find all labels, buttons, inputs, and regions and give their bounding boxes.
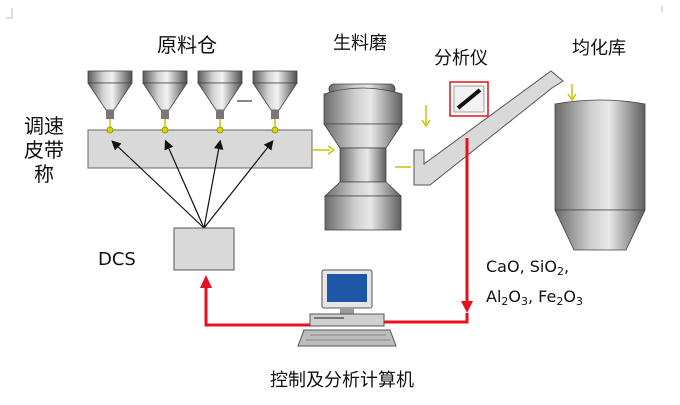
belt-scale-label-line-2: 皮带	[24, 138, 64, 162]
dcs-control-lines	[111, 139, 274, 229]
corner-mark-left	[6, 8, 13, 19]
raw-bins-label: 原料仓	[157, 33, 217, 57]
belt-scale-label-line-1: 调速	[24, 114, 64, 138]
homogenizer-silo	[554, 99, 646, 251]
feed-markers	[109, 119, 276, 129]
belt-scale	[87, 129, 313, 169]
belt-scale-label-line-3: 称	[34, 162, 54, 186]
belt-scale-label: 调速 皮带 称	[15, 114, 73, 186]
dcs-label: DCS	[98, 249, 136, 270]
hopper-4	[252, 70, 298, 119]
dcs-box	[173, 227, 235, 271]
oxide-line-1: CaO, SiO2,	[486, 257, 570, 278]
hopper-1	[87, 70, 133, 119]
raw-mill	[323, 83, 403, 231]
signal-lines	[200, 138, 473, 327]
hopper-3	[197, 70, 243, 119]
oxide-list: CaO, SiO2, Al2O3, Fe2O3	[486, 254, 583, 314]
homogenizer-label: 均化库	[572, 38, 626, 59]
hopper-2	[142, 70, 188, 119]
analyzer-label: 分析仪	[434, 48, 488, 69]
oxide-line-2: Al2O3, Fe2O3	[486, 287, 583, 308]
analyzer-slash-icon	[449, 81, 489, 117]
conveyor-chute	[413, 70, 564, 186]
computer-label: 控制及分析计算机	[270, 370, 414, 391]
raw-material-hoppers	[87, 70, 298, 119]
desktop-computer-icon	[297, 269, 397, 347]
belt-contact-points	[106, 126, 279, 134]
raw-mill-label: 生料磨	[333, 33, 387, 54]
